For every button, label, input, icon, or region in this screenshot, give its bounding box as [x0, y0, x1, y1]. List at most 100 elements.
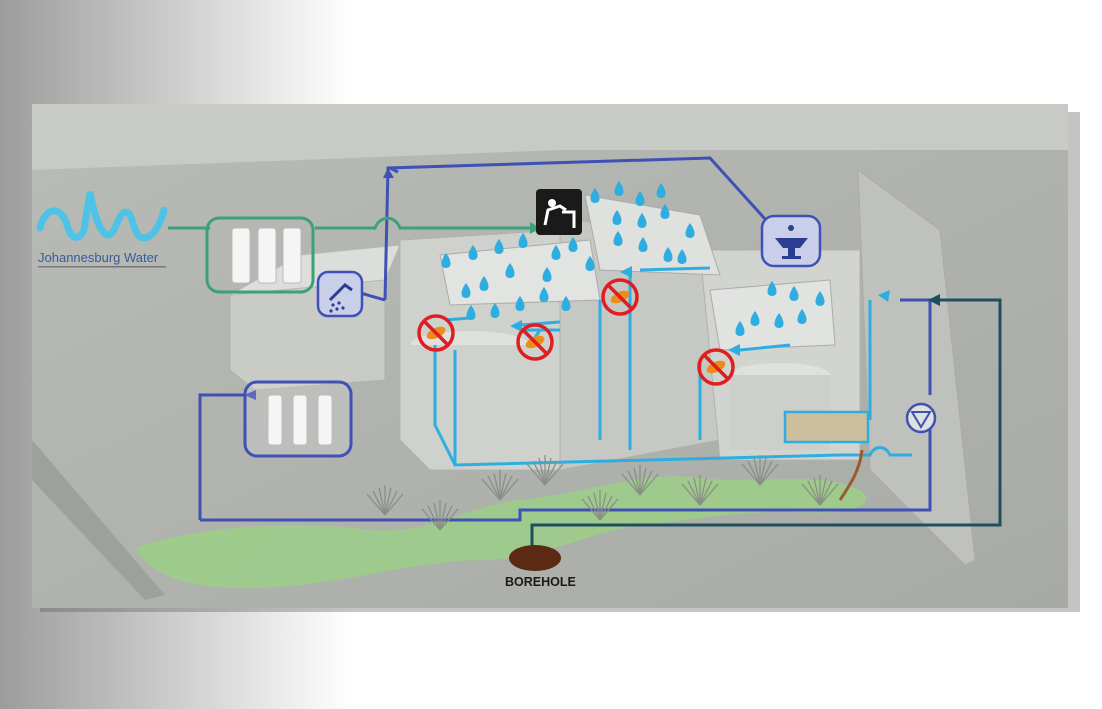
rainwater-feed-lines — [519, 266, 791, 352]
raindrop-icon — [815, 291, 825, 306]
raindrop-icons — [441, 181, 825, 336]
reed-blade — [801, 483, 821, 506]
reed-blade — [759, 463, 779, 486]
reed-plants — [366, 455, 839, 531]
raindrop-icon — [767, 281, 777, 296]
raindrop-icon — [797, 309, 807, 324]
reed-blade — [378, 487, 386, 516]
raindrop-icon — [479, 276, 489, 291]
gravel-filter — [783, 410, 870, 444]
raindrop-icon — [637, 213, 647, 228]
municipal-supply-pipe — [168, 216, 530, 230]
bird-bath-fountain-icon — [760, 214, 822, 268]
rain-arrow-1 — [620, 266, 632, 278]
reed-blade — [819, 483, 839, 506]
raindrop-icon — [539, 287, 549, 302]
reed-blade — [581, 498, 601, 521]
shower-icon — [316, 270, 364, 318]
reed-blade — [544, 457, 552, 486]
reed-blade — [741, 463, 761, 486]
reed-blade — [439, 505, 453, 531]
reed-blade — [759, 460, 773, 486]
raindrop-icon — [638, 237, 648, 252]
reed-blade — [499, 472, 507, 501]
reed-blade — [759, 457, 767, 486]
no-mosquito-icon — [516, 323, 554, 361]
reed-blade — [372, 490, 386, 516]
reed-blade — [427, 505, 441, 531]
raindrop-icon — [677, 249, 687, 264]
reed-blade — [439, 508, 459, 531]
raindrop-icon — [518, 233, 528, 248]
raindrop-icon — [490, 303, 500, 318]
rain-arrow-3 — [510, 320, 522, 332]
raindrop-icon — [660, 204, 670, 219]
pump-icon — [905, 402, 937, 434]
raindrop-icon — [542, 267, 552, 282]
raindrop-icon — [466, 305, 476, 320]
reed-blade — [384, 490, 398, 516]
reed-blade — [807, 480, 821, 506]
reed-blade — [599, 495, 613, 521]
raindrop-icon — [551, 245, 561, 260]
reuse-arrow-left — [244, 390, 256, 400]
reed-blade — [747, 460, 761, 486]
reed-blade — [681, 483, 701, 506]
reed-blade — [532, 460, 546, 486]
reed-blade — [819, 477, 827, 506]
reed-blade — [587, 495, 601, 521]
raindrop-icon — [568, 237, 578, 252]
raindrop-icon — [789, 286, 799, 301]
raindrop-icon — [505, 263, 515, 278]
reed-blade — [499, 478, 519, 501]
logo-wave-mark — [36, 191, 168, 242]
reuse-loop-pipe — [198, 156, 932, 522]
reed-blade — [544, 463, 564, 486]
back-wall — [32, 104, 1068, 170]
reed-blade — [639, 467, 647, 496]
silo-body-1 — [410, 345, 530, 435]
no-mosquito-icon — [601, 278, 639, 316]
raindrop-icon — [735, 321, 745, 336]
reed-blade — [639, 470, 653, 496]
reed-blade — [699, 480, 713, 506]
reed-blade — [621, 473, 641, 496]
reed-blade — [481, 478, 501, 501]
raindrop-icon — [774, 313, 784, 328]
logo-text: Johannesburg Water — [38, 250, 159, 265]
no-mosquito-icon — [697, 348, 735, 386]
reed-blade — [599, 492, 607, 521]
filter-cartridges-lower — [267, 394, 333, 446]
raindrop-icon — [614, 181, 624, 196]
filter-box-green — [205, 216, 315, 294]
reed-blade — [493, 472, 501, 501]
borehole-arrow — [928, 294, 940, 306]
raindrop-icon — [685, 223, 695, 238]
reed-blade — [544, 460, 558, 486]
reuse-arrow-up — [383, 168, 394, 178]
reed-blade — [693, 477, 701, 506]
rain-arrow-4 — [878, 290, 890, 302]
raindrop-icon — [441, 253, 451, 268]
raindrop-icon — [613, 231, 623, 246]
reed-blade — [687, 480, 701, 506]
reed-blade — [753, 457, 761, 486]
logo-underline — [38, 266, 166, 268]
reed-blade — [813, 477, 821, 506]
reed-blade — [599, 498, 619, 521]
reed-blade — [526, 463, 546, 486]
raindrop-icon — [750, 311, 760, 326]
wetland-area — [135, 476, 867, 589]
reed-blade — [384, 487, 392, 516]
reed-blade — [639, 473, 659, 496]
reed-blade — [699, 477, 707, 506]
johannesburg-water-logo: Johannesburg Water — [36, 191, 168, 268]
left-wall — [32, 440, 165, 600]
raindrop-icon — [663, 247, 673, 262]
raindrop-icon — [585, 256, 595, 271]
rain-arrow-2 — [728, 344, 740, 356]
raindrop-icon — [561, 296, 571, 311]
raindrop-icon — [494, 239, 504, 254]
reed-blade — [439, 502, 447, 531]
